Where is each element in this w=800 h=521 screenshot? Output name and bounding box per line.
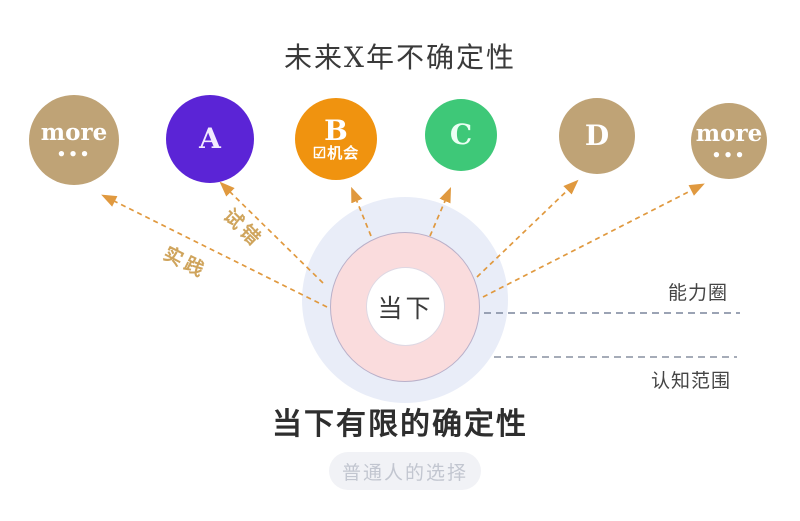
ellipsis-dots: ••• bbox=[711, 145, 747, 164]
practice-label: 实践 bbox=[159, 242, 211, 284]
ellipsis-dots: ••• bbox=[56, 144, 92, 163]
option-circle-c: C bbox=[425, 99, 497, 171]
bottom-subtitle: 当下有限的确定性 bbox=[272, 407, 528, 442]
opportunity-checkbox-label: ☑机会 bbox=[312, 144, 360, 163]
option-circle-more-left: more ••• bbox=[29, 95, 119, 185]
arrow-to-more-left bbox=[101, 194, 328, 308]
option-circle-a: A bbox=[166, 95, 254, 183]
arrow-to-more-right bbox=[482, 183, 705, 298]
ordinary-choice-pill: 普通人的选择 bbox=[329, 452, 481, 490]
option-label: C bbox=[449, 118, 473, 152]
trial-error-label: 试错 bbox=[218, 204, 268, 253]
option-label: B bbox=[324, 113, 348, 147]
present-center-circle: 当下 bbox=[366, 267, 445, 346]
option-circle-b: B ☑机会 bbox=[295, 98, 377, 180]
option-circle-d: D bbox=[559, 98, 635, 174]
option-label: A bbox=[199, 122, 221, 156]
present-label: 当下 bbox=[377, 293, 434, 323]
cognition-range-label: 认知范围 bbox=[651, 370, 732, 392]
capability-circle-label: 能力圈 bbox=[668, 282, 729, 304]
option-label: more bbox=[695, 120, 763, 148]
option-label: more bbox=[40, 119, 108, 147]
diagram-title: 未来X年不确定性 bbox=[284, 41, 516, 74]
option-circle-more-right: more ••• bbox=[691, 103, 767, 179]
option-label: D bbox=[584, 119, 610, 153]
